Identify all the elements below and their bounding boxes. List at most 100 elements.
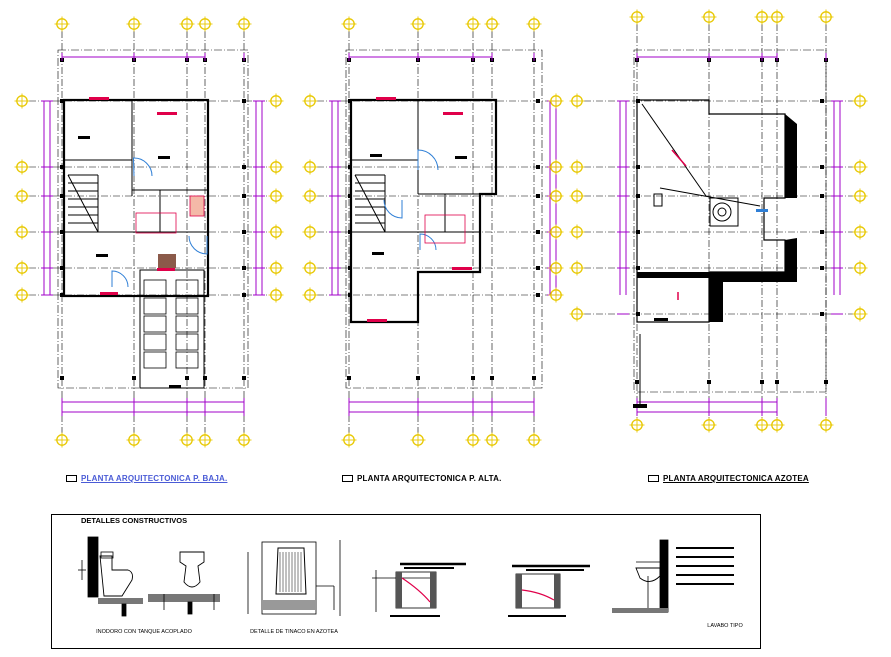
grid-bubble — [484, 432, 500, 448]
grid-bubble — [818, 9, 834, 25]
grid-tick-mark — [242, 99, 246, 103]
garage-area — [139, 269, 205, 389]
grid-tick-mark — [532, 376, 536, 380]
plan-title-roof: PLANTA ARQUITECTONICA AZOTEA — [648, 474, 809, 483]
parking-tile — [175, 351, 199, 369]
grid-bubble — [268, 260, 284, 276]
door-swing — [383, 199, 403, 219]
details-title: DETALLES CONSTRUCTIVOS — [81, 516, 188, 525]
grid-bubble — [852, 306, 868, 322]
grid-tick-mark — [203, 376, 207, 380]
plan-title-text: PLANTA ARQUITECTONICA AZOTEA — [663, 474, 809, 483]
sink-basin — [635, 567, 661, 582]
manhole-wall-hatch — [554, 574, 560, 608]
grid-bubbles-layer — [14, 9, 868, 448]
grid-tick-mark — [536, 194, 540, 198]
window-mark — [100, 292, 118, 295]
grid-bubble — [769, 417, 785, 433]
door-swing — [188, 235, 208, 255]
room-label-block — [96, 254, 108, 257]
grid-tick-mark — [536, 293, 540, 297]
grid-bubble — [852, 260, 868, 276]
grid-bubble — [569, 188, 585, 204]
bathroom-fixture — [189, 195, 205, 217]
grid-bubble — [54, 432, 70, 448]
construction-details-layer — [78, 536, 734, 617]
grid-bubble — [548, 260, 564, 276]
room-label-block — [169, 385, 181, 388]
grid-bubble — [302, 93, 318, 109]
water-tank-detail-caption: DETALLE DE TINACO EN AZOTEA — [250, 629, 338, 635]
grid-tick-mark — [242, 194, 246, 198]
grid-bubble — [569, 260, 585, 276]
grid-tick-mark — [707, 380, 711, 384]
grid-tick-mark — [60, 293, 64, 297]
grid-bubble — [754, 9, 770, 25]
bathroom-fixtures — [135, 212, 177, 234]
grid-tick-mark — [242, 376, 246, 380]
upper-floor-outline — [349, 98, 498, 324]
plan-title-ground-floor[interactable]: PLANTA ARQUITECTONICA P. BAJA. — [66, 474, 227, 483]
stair-arrow — [67, 174, 99, 233]
grid-bubble — [54, 16, 70, 32]
pipe-flow-curve — [521, 589, 555, 601]
grid-bubble — [410, 432, 426, 448]
door-swing — [419, 233, 437, 251]
toilet-tank — [100, 551, 114, 559]
parking-tile — [143, 351, 167, 369]
grid-bubble — [302, 260, 318, 276]
grid-tick-mark — [60, 165, 64, 169]
grid-bubble — [236, 432, 252, 448]
grid-bubble — [818, 417, 834, 433]
grid-bubble — [179, 432, 195, 448]
grid-tick-mark — [536, 266, 540, 270]
floor-slab — [612, 608, 668, 613]
grid-tick-mark — [185, 376, 189, 380]
parking-tile — [175, 297, 199, 315]
manhole-wall-hatch — [516, 574, 522, 608]
grid-tick-mark — [636, 194, 640, 198]
roof-slope-line — [641, 103, 707, 197]
grid-bubble — [126, 432, 142, 448]
grid-bubble — [569, 93, 585, 109]
dimension-lines-layer — [41, 53, 843, 416]
parking-tile — [143, 279, 167, 297]
bathroom-fixtures — [424, 214, 466, 244]
grid-bubble — [484, 16, 500, 32]
water-tank-base — [709, 197, 739, 227]
grid-bubble — [197, 432, 213, 448]
grid-bubble — [548, 93, 564, 109]
water-tank-symbol — [717, 207, 727, 217]
grid-bubble — [852, 224, 868, 240]
grid-tick-mark — [775, 380, 779, 384]
water-tank-symbol — [712, 202, 732, 222]
floor-slab — [148, 594, 220, 602]
parking-tile — [143, 297, 167, 315]
grid-tick-mark — [820, 165, 824, 169]
sink-detail-caption: LAVABO TIPO — [707, 623, 743, 629]
tank-base-slab — [262, 600, 316, 610]
gas-tank-symbol — [653, 193, 663, 207]
grid-bubble — [179, 16, 195, 32]
grid-tick-mark — [60, 376, 64, 380]
window-mark — [157, 112, 177, 115]
grid-bubble — [302, 159, 318, 175]
grid-bubble — [236, 16, 252, 32]
room-label-block — [372, 252, 384, 255]
grid-tick-mark — [536, 230, 540, 234]
manhole-wall-hatch — [430, 572, 436, 608]
grid-tick-mark — [820, 194, 824, 198]
grid-bubble — [769, 9, 785, 25]
window-mark — [376, 97, 396, 100]
grid-tick-mark — [416, 376, 420, 380]
grid-bubble — [548, 159, 564, 175]
grid-tick-mark — [536, 99, 540, 103]
grid-bubble — [629, 9, 645, 25]
grid-bubble — [569, 224, 585, 240]
grid-bubble — [14, 188, 30, 204]
window-mark — [157, 268, 175, 271]
grid-tick-mark — [347, 376, 351, 380]
door-swing — [132, 157, 153, 177]
grid-tick-mark — [536, 165, 540, 169]
